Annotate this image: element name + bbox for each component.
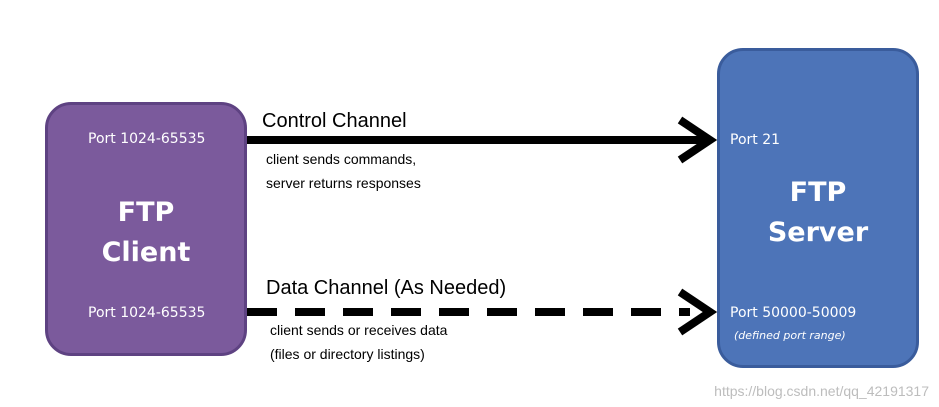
data-channel-desc-line1: client sends or receives data	[270, 322, 448, 338]
control-channel-arrowhead	[677, 116, 718, 164]
data-channel-arrowhead	[677, 288, 718, 336]
server-title-line2: Server	[767, 217, 869, 248]
client-title-line1: FTP	[117, 197, 175, 228]
server-port-range-note: (defined port range)	[734, 329, 846, 342]
control-channel-arrow	[247, 116, 718, 164]
client-port-data: Port 1024-65535	[88, 305, 206, 321]
data-channel-desc-line2: (files or directory listings)	[270, 346, 425, 362]
control-channel-desc-line2: server returns responses	[266, 175, 421, 191]
control-channel-description: client sends commands, server returns re…	[266, 147, 421, 195]
control-channel-label: Control Channel	[262, 110, 407, 132]
server-port-data: Port 50000-50009	[730, 305, 857, 321]
client-title: FTP Client	[48, 193, 244, 273]
control-channel-desc-line1: client sends commands,	[266, 151, 417, 167]
server-title: FTP Server	[720, 173, 916, 253]
data-channel-description: client sends or receives data (files or …	[270, 318, 447, 366]
watermark-text: https://blog.csdn.net/qq_42191317	[714, 383, 929, 399]
client-port-control: Port 1024-65535	[88, 131, 206, 147]
server-title-line1: FTP	[789, 177, 847, 208]
ftp-server-node: Port 21 FTP Server Port 50000-50009 (def…	[717, 48, 919, 368]
data-channel-arrow	[247, 288, 718, 336]
data-channel-label: Data Channel (As Needed)	[266, 277, 507, 299]
server-port-control: Port 21	[730, 132, 781, 148]
ftp-client-node: Port 1024-65535 FTP Client Port 1024-655…	[45, 102, 247, 356]
client-title-line2: Client	[101, 237, 191, 268]
